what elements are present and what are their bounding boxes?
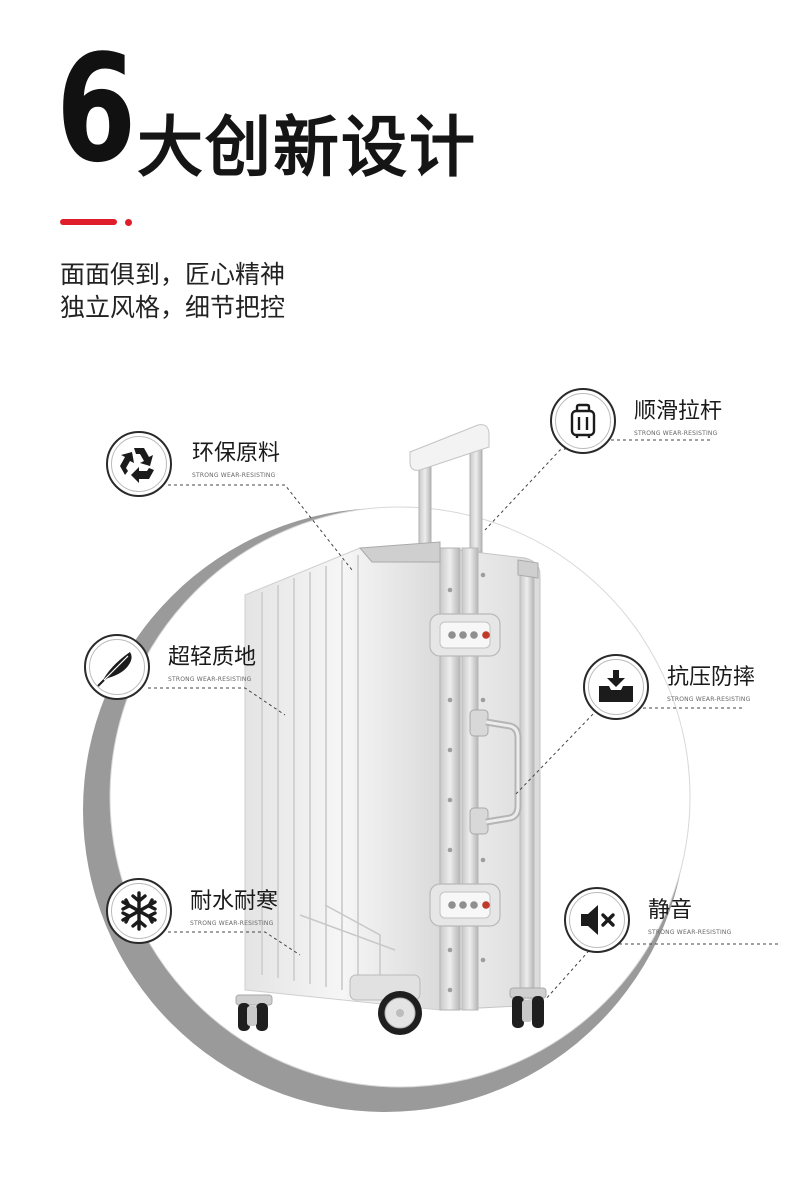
snowflake-icon	[121, 891, 157, 931]
mute-icon	[581, 905, 615, 935]
headline-title: 大创新设计	[137, 109, 477, 186]
feature-sub-1: STRONG WEAR-RESISTING	[192, 472, 276, 479]
feature-title-3: 超轻质地	[168, 645, 257, 670]
press-down-icon	[599, 670, 633, 702]
feature-title-4: 抗压防摔	[667, 665, 756, 690]
feature-title-5: 耐水耐寒	[190, 889, 279, 914]
feature-icon-recycle	[106, 431, 172, 497]
feature-icon-press	[583, 654, 649, 720]
accent-bar	[60, 219, 117, 225]
headline-number: 6	[56, 23, 136, 195]
feature-icon-feather	[84, 634, 150, 700]
feature-icon-mute	[564, 887, 630, 953]
feature-sub-4: STRONG WEAR-RESISTING	[667, 696, 751, 703]
feature-icon-snowflake	[106, 878, 172, 944]
wheel-front-center	[378, 991, 422, 1035]
feature-title-1: 环保原料	[192, 441, 281, 466]
slogan-line-1: 面面俱到，匠心精神	[60, 260, 286, 289]
feature-sub-5: STRONG WEAR-RESISTING	[190, 920, 274, 927]
wheel-rear-right	[509, 987, 547, 1028]
feature-title-2: 顺滑拉杆	[634, 399, 723, 424]
feature-title-6: 静音	[648, 898, 693, 923]
feature-icon-luggage	[550, 388, 616, 454]
slogan-line-2: 独立风格，细节把控	[60, 293, 286, 322]
feature-sub-6: STRONG WEAR-RESISTING	[648, 929, 732, 936]
feather-icon	[97, 652, 132, 687]
feature-sub-2: STRONG WEAR-RESISTING	[634, 430, 718, 437]
feature-sub-3: STRONG WEAR-RESISTING	[168, 676, 252, 683]
wheel-front-left	[235, 994, 273, 1031]
luggage-icon	[570, 403, 596, 438]
recycle-icon	[120, 448, 154, 483]
accent-dot	[125, 219, 132, 226]
